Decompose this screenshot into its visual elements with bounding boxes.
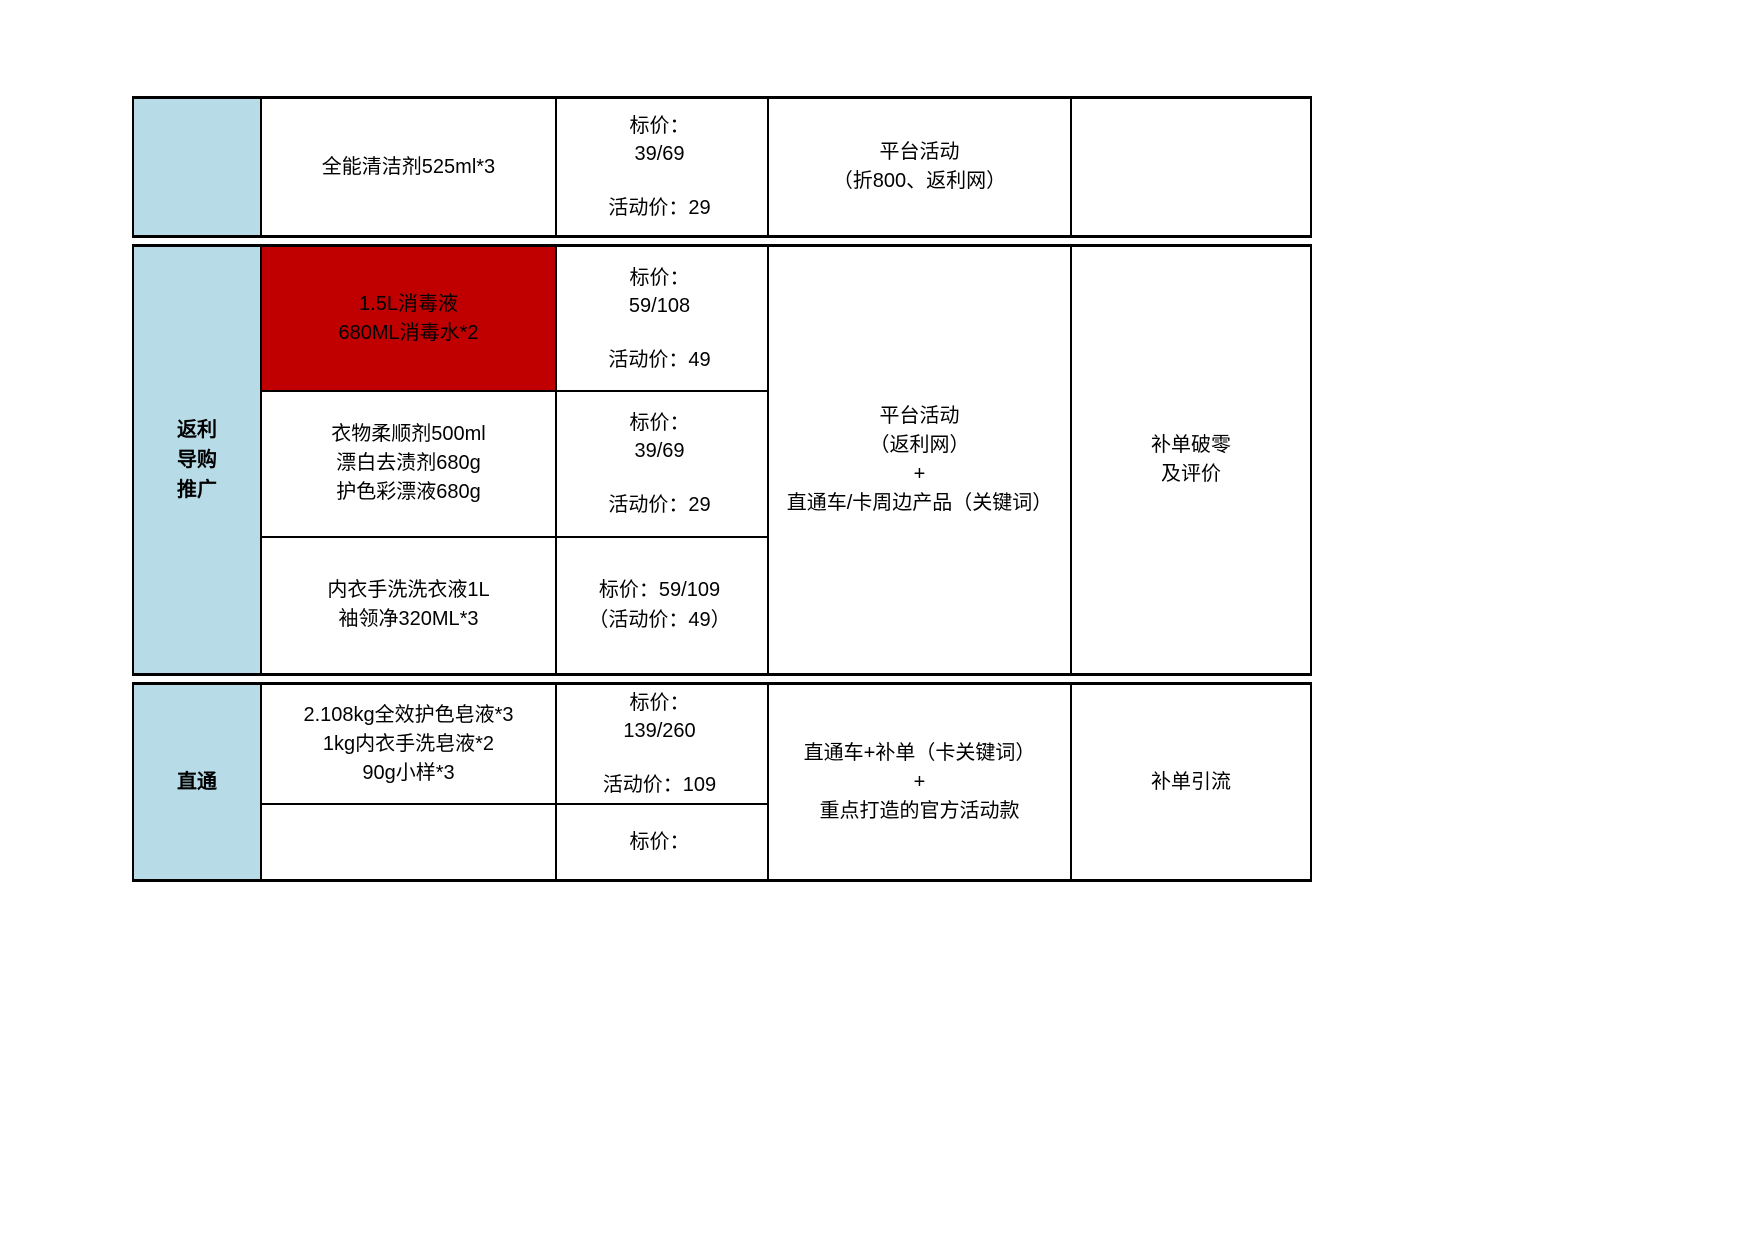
product-rows-group: 1.5L消毒液 680ML消毒水*2 标价： 59/108 活动价：49 衣物柔… — [262, 247, 767, 674]
product-cell — [262, 805, 557, 879]
channel-label: 平台活动 （返利网） + 直通车/卡周边产品（关键词） — [786, 405, 1053, 514]
price-cell: 标价： — [557, 805, 762, 879]
product-label: 2.108kg全效护色皂液*3 1kg内衣手洗皂液*2 90g小样*3 — [303, 703, 514, 784]
table-section-2: 返利 导购 推广 1.5L消毒液 680ML消毒水*2 标价： 59/108 活… — [132, 244, 1312, 676]
table-row: 2.108kg全效护色皂液*3 1kg内衣手洗皂液*2 90g小样*3 标价： … — [262, 685, 767, 805]
table-row: 内衣手洗洗衣液1L 袖领净320ML*3 标价：59/109 （活动价：49） — [262, 537, 767, 674]
price-cell: 标价： 139/260 活动价：109 — [557, 685, 762, 803]
category-label: 返利 导购 推广 — [177, 419, 217, 501]
section-gutter — [132, 238, 1312, 244]
channel-cell: 直通车+补单（卡关键词） + 重点打造的官方活动款 — [767, 685, 1072, 879]
promo-price-label: 活动价：29 — [608, 493, 711, 516]
goal-cell — [1072, 99, 1312, 235]
goal-cell: 补单引流 — [1072, 685, 1312, 879]
promo-price-label: 活动价：49 — [608, 348, 711, 371]
price-cell: 标价：59/109 （活动价：49） — [557, 538, 762, 673]
product-rows-group: 2.108kg全效护色皂液*3 1kg内衣手洗皂液*2 90g小样*3 标价： … — [262, 685, 767, 879]
product-label: 全能清洁剂525ml*3 — [321, 155, 496, 178]
list-price-label: 标价： 39/69 — [629, 411, 690, 462]
product-cell: 衣物柔顺剂500ml 漂白去渍剂680g 护色彩漂液680g — [262, 392, 557, 536]
channel-label: 平台活动 （折800、返利网） — [832, 141, 1007, 192]
price-cell: 标价： 39/69 活动价：29 — [557, 99, 762, 235]
product-cell: 全能清洁剂525ml*3 — [262, 99, 557, 235]
category-cell — [132, 99, 262, 235]
section-gutter — [132, 676, 1312, 682]
list-price-label: 标价： 59/108 — [628, 266, 691, 317]
product-label: 内衣手洗洗衣液1L 袖领净320ML*3 — [327, 579, 490, 631]
table-row: 全能清洁剂525ml*3 标价： 39/69 活动价：29 — [262, 99, 767, 235]
table-row: 标价： — [262, 805, 767, 879]
promo-price-label: 活动价：109 — [602, 774, 717, 796]
product-cell-highlighted: 1.5L消毒液 680ML消毒水*2 — [262, 247, 557, 391]
product-label: 衣物柔顺剂500ml 漂白去渍剂680g 护色彩漂液680g — [331, 423, 486, 504]
table-section-1: 全能清洁剂525ml*3 标价： 39/69 活动价：29 平台活动 （折800… — [132, 96, 1312, 238]
price-cell: 标价： 59/108 活动价：49 — [557, 247, 762, 390]
list-price-label: 标价： 139/260 — [623, 692, 696, 742]
product-rows-group: 全能清洁剂525ml*3 标价： 39/69 活动价：29 — [262, 99, 767, 235]
price-cell: 标价： 39/69 活动价：29 — [557, 392, 762, 535]
table-row: 1.5L消毒液 680ML消毒水*2 标价： 59/108 活动价：49 — [262, 247, 767, 393]
channel-cell: 平台活动 （返利网） + 直通车/卡周边产品（关键词） — [767, 247, 1072, 673]
table-section-3: 直通 2.108kg全效护色皂液*3 1kg内衣手洗皂液*2 90g小样*3 标… — [132, 682, 1312, 882]
category-cell: 返利 导购 推广 — [132, 247, 262, 673]
promo-price-label: 活动价：29 — [608, 197, 711, 219]
category-label: 直通 — [177, 771, 217, 793]
product-cell: 2.108kg全效护色皂液*3 1kg内衣手洗皂液*2 90g小样*3 — [262, 685, 557, 803]
table-row: 衣物柔顺剂500ml 漂白去渍剂680g 护色彩漂液680g 标价： 39/69… — [262, 392, 767, 538]
goal-cell: 补单破零 及评价 — [1072, 247, 1312, 673]
list-price-label: 标价： — [629, 831, 690, 853]
goal-label: 补单破零 及评价 — [1151, 434, 1231, 485]
list-price-label: 标价：59/109 （活动价：49） — [588, 579, 731, 632]
goal-label: 补单引流 — [1151, 770, 1231, 793]
list-price-label: 标价： 39/69 — [629, 115, 690, 165]
product-label: 1.5L消毒液 680ML消毒水*2 — [338, 292, 479, 344]
spreadsheet-table: 全能清洁剂525ml*3 标价： 39/69 活动价：29 平台活动 （折800… — [132, 96, 1312, 882]
category-cell: 直通 — [132, 685, 262, 879]
product-cell: 内衣手洗洗衣液1L 袖领净320ML*3 — [262, 537, 557, 674]
channel-label: 直通车+补单（卡关键词） + 重点打造的官方活动款 — [803, 741, 1036, 822]
channel-cell: 平台活动 （折800、返利网） — [767, 99, 1072, 235]
